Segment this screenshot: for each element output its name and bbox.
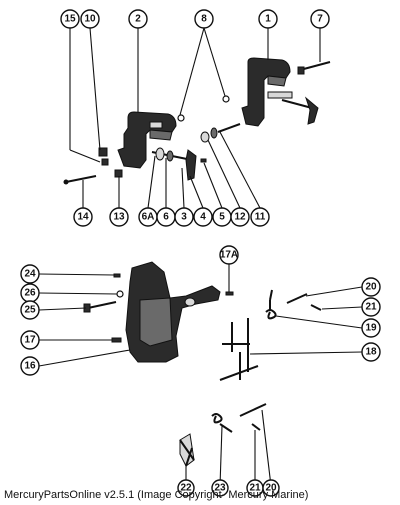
clamp-screw-left <box>151 147 207 181</box>
tie-rod-14 <box>63 175 97 185</box>
svg-text:21: 21 <box>365 302 377 313</box>
washer-26 <box>116 290 124 298</box>
callout-20-upper: 20 <box>361 277 381 297</box>
washer-8b <box>222 95 230 103</box>
callout-5: 5 <box>212 207 232 227</box>
cotter-21-lower <box>251 423 261 431</box>
callout-18: 18 <box>361 342 381 362</box>
callout-16: 16 <box>20 356 40 376</box>
svg-text:6A: 6A <box>142 212 155 223</box>
pin-17 <box>111 337 122 343</box>
screw-24 <box>113 273 121 278</box>
swivel-bracket-16 <box>125 261 221 363</box>
bracket-22 <box>179 433 195 467</box>
callout-6: 6 <box>156 207 176 227</box>
bolt-7 <box>297 61 331 75</box>
tilt-lock-lever-18 <box>219 318 259 381</box>
callout-8: 8 <box>194 9 214 29</box>
callout-4: 4 <box>193 207 213 227</box>
nut-10 <box>98 147 108 157</box>
svg-text:17: 17 <box>24 335 36 346</box>
callout-10: 10 <box>80 9 100 29</box>
callout-6A: 6A <box>138 207 158 227</box>
svg-text:13: 13 <box>113 212 125 223</box>
svg-text:3: 3 <box>181 212 187 223</box>
svg-text:15: 15 <box>64 14 76 25</box>
svg-text:21: 21 <box>249 483 261 494</box>
bolt-25 <box>83 301 117 313</box>
svg-text:19: 19 <box>365 323 377 334</box>
callout-23: 23 <box>211 479 229 497</box>
cotter-21 <box>310 304 322 311</box>
callout-14: 14 <box>73 207 93 227</box>
svg-text:25: 25 <box>24 305 36 316</box>
svg-text:17A: 17A <box>220 250 238 261</box>
callout-17: 17 <box>20 330 40 350</box>
svg-text:4: 4 <box>200 212 206 223</box>
clamp-screw-right <box>281 96 319 125</box>
thumb-screw-11 <box>200 123 241 143</box>
callout-11: 11 <box>250 207 270 227</box>
washer-15 <box>101 158 109 166</box>
svg-text:14: 14 <box>77 212 89 223</box>
right-clamp-bracket <box>241 57 293 127</box>
spring-19 <box>265 289 277 320</box>
callout-1: 1 <box>258 9 278 29</box>
svg-text:8: 8 <box>201 14 207 25</box>
svg-text:7: 7 <box>317 14 323 25</box>
svg-text:18: 18 <box>365 347 377 358</box>
callout-20-lower: 20 <box>262 479 280 497</box>
callout-12: 12 <box>230 207 250 227</box>
svg-text:11: 11 <box>255 212 266 223</box>
svg-text:23: 23 <box>214 483 226 494</box>
svg-text:16: 16 <box>24 361 36 372</box>
callout-3: 3 <box>174 207 194 227</box>
leader-lines <box>38 27 363 487</box>
svg-text:24: 24 <box>24 269 36 280</box>
left-clamp-bracket <box>117 111 177 169</box>
svg-text:12: 12 <box>234 212 246 223</box>
callout-21-upper: 21 <box>361 297 381 317</box>
callout-24: 24 <box>20 264 40 284</box>
svg-text:26: 26 <box>24 288 36 299</box>
pin-17A <box>225 291 234 296</box>
svg-text:20: 20 <box>265 483 277 494</box>
callout-19: 19 <box>361 318 381 338</box>
pin-20 <box>286 293 308 304</box>
washer-8a <box>177 114 185 122</box>
svg-text:20: 20 <box>365 282 377 293</box>
pin-20-lower <box>239 403 267 417</box>
svg-text:22: 22 <box>180 483 192 494</box>
copyright-caption: MercuryPartsOnline v2.5.1 (Image Copyrig… <box>4 489 309 501</box>
svg-text:2: 2 <box>135 14 141 25</box>
callout-7: 7 <box>310 9 330 29</box>
svg-text:6: 6 <box>163 212 169 223</box>
callout-22: 22 <box>177 479 195 497</box>
callout-2: 2 <box>128 9 148 29</box>
spring-23 <box>211 413 233 433</box>
nut-13 <box>114 169 123 178</box>
svg-text:10: 10 <box>84 14 96 25</box>
callout-15: 15 <box>60 9 80 29</box>
callout-26: 26 <box>20 283 40 303</box>
svg-text:5: 5 <box>219 212 225 223</box>
callout-13: 13 <box>109 207 129 227</box>
svg-text:1: 1 <box>265 14 271 25</box>
callout-17A: 17A <box>219 245 239 265</box>
callout-25: 25 <box>20 300 40 320</box>
